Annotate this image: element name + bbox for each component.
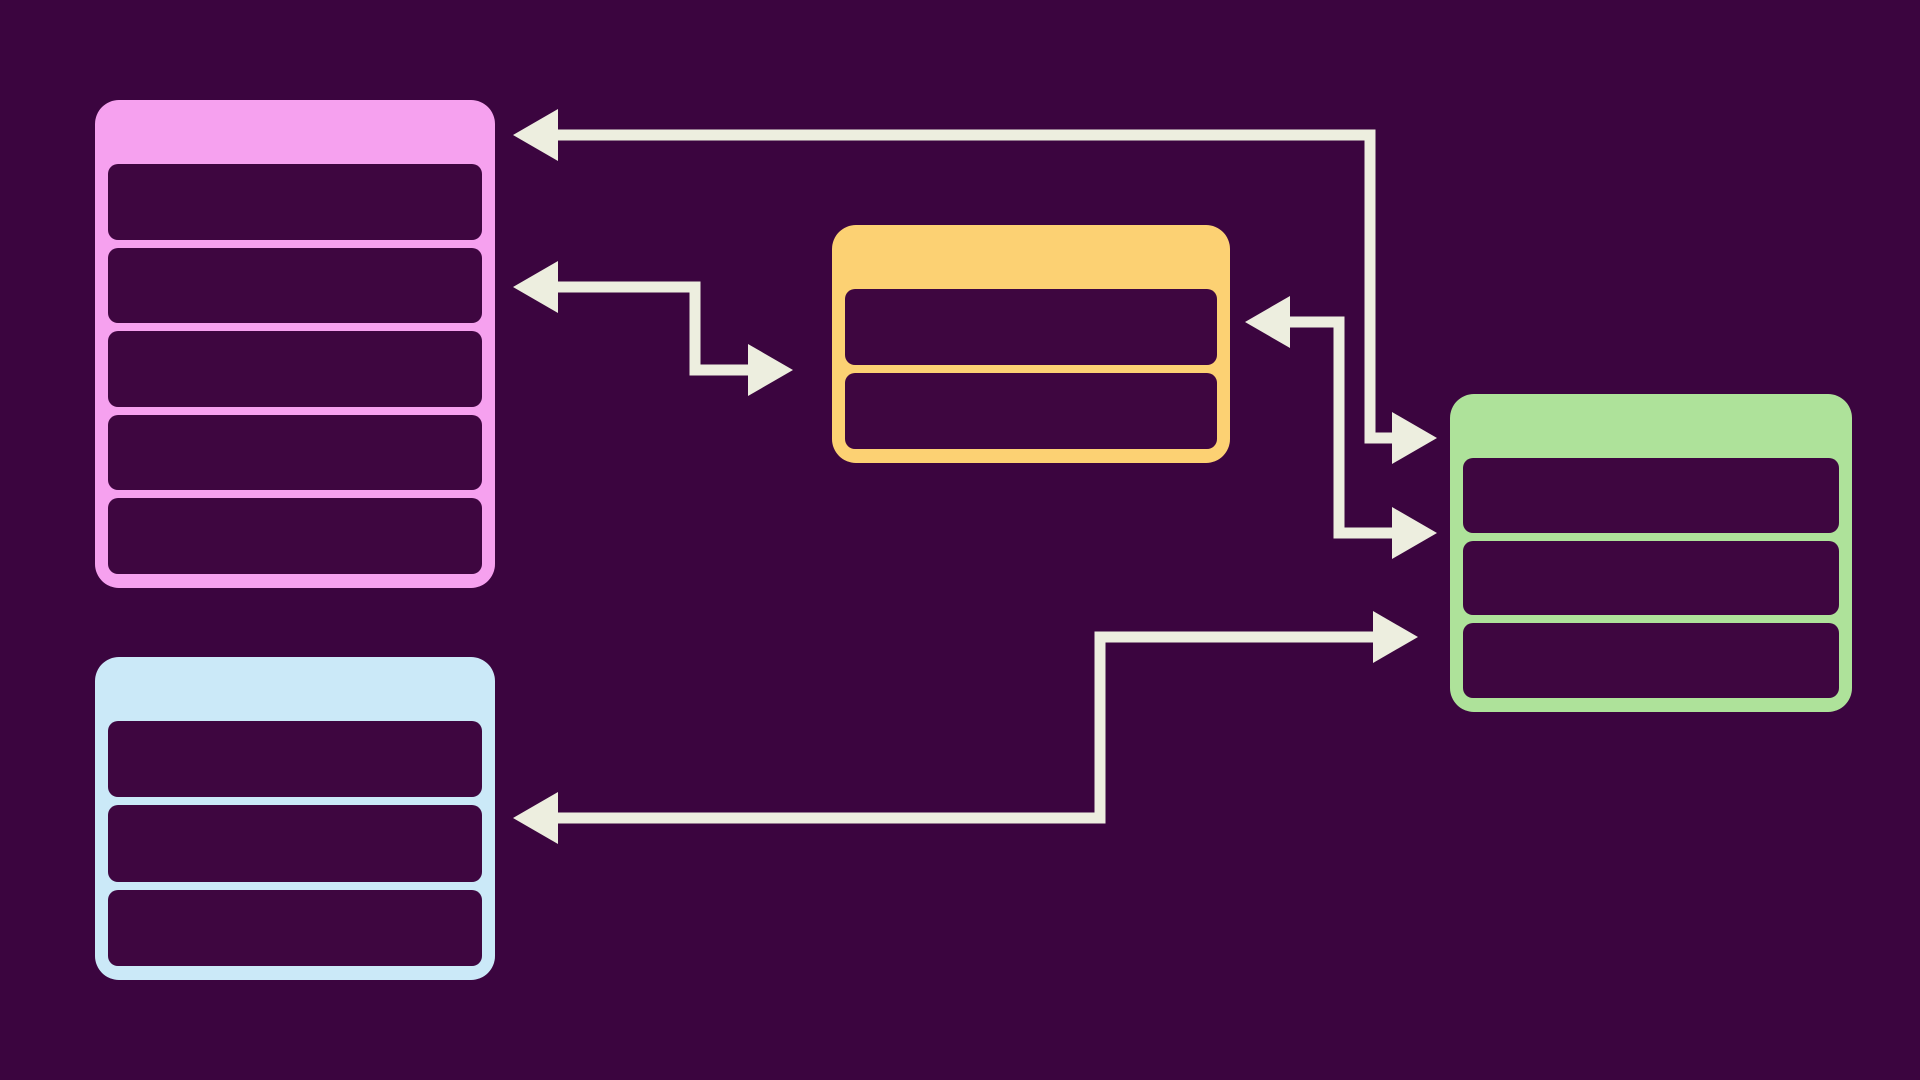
- node-row: [108, 414, 482, 491]
- connector-pink-green[interactable]: [513, 109, 1437, 464]
- arrowhead-icon: [1392, 507, 1437, 559]
- arrowhead-icon: [1373, 611, 1418, 663]
- node-row: [108, 164, 482, 240]
- arrowhead-icon: [513, 792, 558, 844]
- arrowhead-icon: [513, 261, 558, 313]
- node-rows-yellow: [845, 289, 1217, 449]
- connector-pink-yellow[interactable]: [513, 261, 793, 396]
- entity-node-green[interactable]: [1450, 394, 1852, 712]
- node-row: [108, 331, 482, 407]
- node-rows-pink: [108, 164, 482, 574]
- connector-line: [556, 129, 1394, 444]
- node-row: [1463, 458, 1839, 533]
- connector-line: [1288, 316, 1394, 539]
- node-row: [108, 721, 482, 798]
- node-row: [1463, 540, 1839, 616]
- arrowhead-icon: [1392, 412, 1437, 464]
- entity-node-pink[interactable]: [95, 100, 495, 588]
- arrowhead-icon: [748, 344, 793, 396]
- arrowhead-icon: [513, 109, 558, 161]
- connector-line: [556, 281, 750, 376]
- connector-yellow-green[interactable]: [1245, 296, 1437, 559]
- entity-node-blue[interactable]: [95, 657, 495, 980]
- node-rows-green: [1463, 458, 1839, 699]
- connector-line: [556, 631, 1375, 824]
- node-row: [845, 289, 1217, 365]
- node-row: [845, 373, 1217, 449]
- node-rows-blue: [108, 721, 482, 966]
- entity-node-yellow[interactable]: [832, 225, 1230, 463]
- node-row: [1463, 623, 1839, 699]
- node-row: [108, 889, 482, 966]
- node-row: [108, 247, 482, 324]
- node-row: [108, 498, 482, 574]
- node-row: [108, 805, 482, 882]
- arrowhead-icon: [1245, 296, 1290, 348]
- connector-blue-green[interactable]: [513, 611, 1418, 844]
